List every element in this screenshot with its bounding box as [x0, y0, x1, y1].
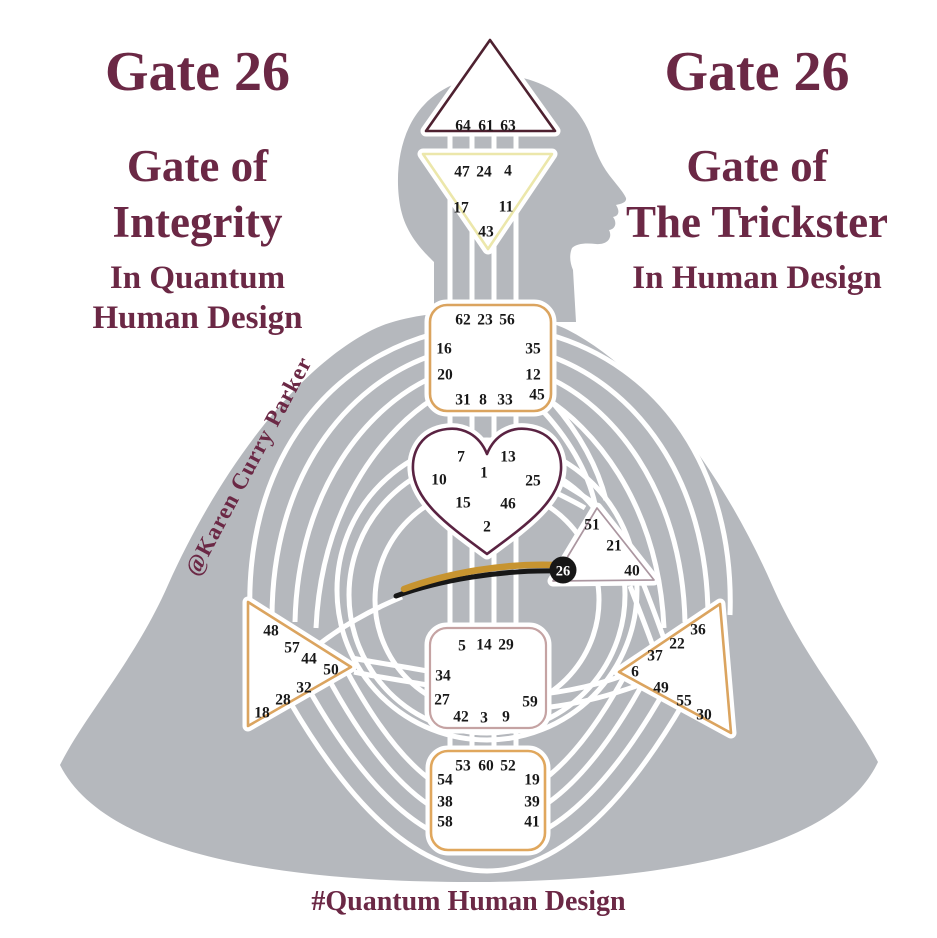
gate-34: 34	[435, 668, 451, 685]
gate-42: 42	[453, 709, 469, 726]
gate-52: 52	[500, 758, 516, 775]
center-throat	[424, 299, 557, 417]
gate-28: 28	[275, 692, 291, 709]
title-block-right: Gate 26 Gate of The Trickster In Human D…	[597, 40, 917, 298]
gate-41: 41	[524, 814, 540, 831]
gate-subtitle-left-1: Gate of	[126, 141, 269, 191]
highlighted-gate-badge	[549, 556, 577, 584]
gate-44: 44	[301, 651, 317, 668]
title-block-left: Gate 26 Gate of Integrity In Quantum Hum…	[35, 40, 360, 338]
gate-64: 64	[455, 118, 471, 135]
gate-40: 40	[624, 563, 640, 580]
gate-46: 46	[500, 496, 516, 513]
gate-58: 58	[437, 814, 453, 831]
gate-48: 48	[263, 623, 279, 640]
gate-36: 36	[690, 622, 706, 639]
gate-25: 25	[525, 473, 541, 490]
gate-6: 6	[631, 664, 639, 681]
gate-51: 51	[584, 517, 600, 534]
gate-60: 60	[478, 758, 494, 775]
gate-49: 49	[653, 680, 669, 697]
center-solar-plexus	[613, 598, 737, 739]
gate-33: 33	[497, 392, 513, 409]
gate-15: 15	[455, 495, 471, 512]
gate-title-right: Gate 26	[664, 41, 850, 103]
gate-9: 9	[502, 709, 510, 726]
gate-11: 11	[499, 199, 514, 216]
gate-27: 27	[434, 692, 450, 709]
highlighted-channel-black-line	[393, 568, 559, 599]
gate-subtitle-right-1: Gate of	[686, 141, 828, 191]
gate-29: 29	[498, 637, 514, 654]
gate-10: 10	[431, 472, 447, 489]
gate-2: 2	[483, 519, 491, 536]
gate-20: 20	[437, 367, 453, 384]
gate-57: 57	[284, 640, 300, 657]
gate-35: 35	[525, 341, 541, 358]
center-root	[425, 745, 551, 856]
torso-silhouette	[60, 312, 878, 882]
footer-hashtag: #Quantum Human Design	[311, 886, 626, 917]
center-will	[547, 502, 660, 587]
gate-context-left-2: Human Design	[92, 300, 303, 336]
gate-31: 31	[455, 392, 471, 409]
gate-37: 37	[647, 648, 663, 665]
gate-39: 39	[524, 794, 540, 811]
gate-4: 4	[504, 163, 512, 180]
gate-8: 8	[479, 392, 487, 409]
gate-24: 24	[476, 164, 492, 181]
gate-59: 59	[522, 694, 538, 711]
gate-context-right-1: In Human Design	[632, 260, 882, 296]
gate-7: 7	[457, 449, 465, 466]
gate-38: 38	[437, 794, 453, 811]
gate-subtitle-right-2: The Trickster	[625, 197, 889, 247]
gate-12: 12	[525, 367, 541, 384]
gate-21: 21	[606, 538, 622, 555]
gate-32: 32	[296, 680, 312, 697]
gate-30: 30	[696, 707, 712, 724]
gate-53: 53	[455, 758, 471, 775]
highlighted-channel	[393, 561, 560, 599]
center-sacral	[424, 622, 552, 734]
center-head	[420, 34, 561, 137]
gate-61: 61	[478, 118, 494, 135]
gate-context-left-1: In Quantum	[109, 260, 286, 296]
gate-43: 43	[478, 224, 494, 241]
gate-3: 3	[480, 710, 488, 727]
gate-18: 18	[254, 705, 270, 722]
gate-5: 5	[458, 638, 466, 655]
gate-19: 19	[524, 772, 540, 789]
center-g	[407, 423, 567, 560]
gate-subtitle-left-2: Integrity	[112, 197, 283, 247]
gate-63: 63	[500, 118, 516, 135]
center-ajna	[417, 148, 558, 255]
gate-16: 16	[436, 341, 452, 358]
gate-13: 13	[500, 449, 516, 466]
center-spleen	[242, 596, 357, 732]
gate-62: 62	[455, 312, 471, 329]
gate-22: 22	[669, 636, 685, 653]
gate-23: 23	[477, 312, 493, 329]
gate-26-highlighted: 26	[556, 564, 571, 580]
gate-1: 1	[480, 465, 488, 482]
gate-45: 45	[529, 387, 545, 404]
gate-47: 47	[454, 164, 470, 181]
gate-title-left: Gate 26	[104, 41, 291, 103]
gate-50: 50	[323, 662, 339, 679]
highlighted-channel-gold-line	[400, 561, 560, 593]
gate-14: 14	[476, 637, 492, 654]
gate-55: 55	[676, 693, 692, 710]
gate-54: 54	[437, 772, 453, 789]
gate-56: 56	[499, 312, 515, 329]
gate-17: 17	[453, 200, 469, 217]
